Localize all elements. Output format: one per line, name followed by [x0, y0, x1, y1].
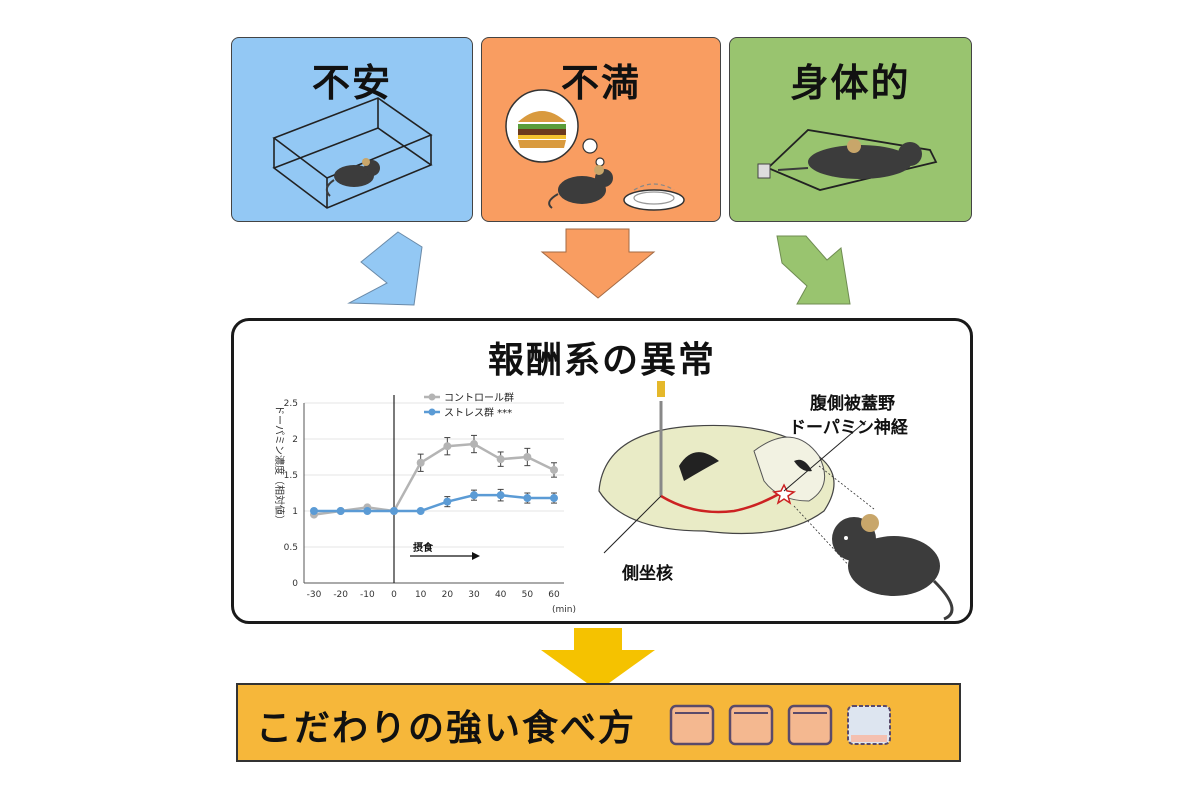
hamburger-icon [518, 111, 566, 148]
reward-system-title: 報酬系の異常 [487, 340, 716, 381]
data-point [470, 440, 478, 449]
x-tick-label: 10 [415, 590, 427, 600]
orange-arrow-icon [540, 228, 656, 299]
y-tick-label: 2.5 [284, 399, 298, 409]
feeding-arrow-head-icon [472, 552, 480, 560]
data-point [523, 453, 532, 461]
data-point [416, 458, 425, 467]
mouse-icon [325, 158, 380, 197]
food-containers [669, 704, 891, 746]
data-point [523, 494, 532, 503]
y-tick-label: 1.5 [284, 471, 298, 481]
dissatisfaction-panel: 不満 [481, 37, 721, 222]
physical-panel: 身体的 [729, 37, 972, 222]
open-field-box-illustration [272, 97, 433, 209]
mouse-icon [777, 139, 922, 179]
picky-eating-box: こだわりの強い食べ方 [236, 683, 961, 762]
mouse-icon [832, 514, 954, 621]
vta-label-line1: 腹側被蓋野 [810, 394, 895, 414]
empty-plate-icon [623, 183, 685, 211]
data-point [550, 465, 558, 474]
x-tick-label: 40 [495, 590, 507, 600]
y-tick-label: 2 [292, 435, 298, 445]
dissatisfaction-title: 不満 [560, 61, 641, 105]
food-container-icon [728, 704, 774, 746]
green-arrow-icon [776, 235, 851, 305]
y-tick-label: 0.5 [284, 543, 298, 553]
anxiety-panel: 不安 [231, 37, 473, 222]
legend-marker [428, 408, 436, 416]
physical-title: 身体的 [790, 61, 911, 105]
reward-system-box: 報酬系の異常 0 0.5 1 1.5 2 2.5 -30 -20 -10 0 10 20 30 40 50 6… [231, 318, 973, 624]
food-container-icon [669, 704, 715, 746]
blue-arrow-icon [347, 231, 423, 306]
x-tick-label: 60 [548, 590, 560, 600]
electrode-icon [657, 381, 665, 496]
data-point [336, 507, 345, 515]
x-axis-unit: (min) [552, 605, 576, 615]
x-tick-label: 0 [391, 590, 397, 600]
data-point [496, 455, 505, 464]
yellow-arrow-icon [541, 628, 655, 691]
picky-eating-text: こだわりの強い食べ方 [256, 708, 637, 749]
data-point [470, 491, 478, 500]
legend-label: コントロール群 [444, 391, 514, 404]
series-line [314, 493, 554, 513]
data-point [390, 507, 398, 515]
mouse-icon [548, 165, 613, 209]
data-point [443, 497, 452, 506]
vta-label-line2: ドーパミン神経 [789, 418, 908, 438]
dopamine-chart: 0 0.5 1 1.5 2 2.5 -30 -20 -10 0 10 20 30 40 50 60 コントロー… [273, 391, 576, 615]
y-tick-label: 0 [292, 579, 298, 589]
nac-label: 側坐核 [622, 564, 673, 584]
neuron-star-icon [771, 483, 797, 505]
x-tick-label: -20 [333, 590, 348, 600]
x-tick-label: -30 [307, 590, 322, 600]
dopamine-pathway-line [660, 489, 785, 514]
data-point [443, 442, 452, 451]
series-line [313, 442, 555, 516]
brain-icon [598, 424, 835, 535]
data-point [496, 491, 505, 500]
y-axis-label: ドーパミン濃度（相対値） [273, 405, 286, 525]
x-tick-label: 30 [468, 590, 480, 600]
legend-marker [428, 393, 436, 401]
x-tick-label: -10 [360, 590, 375, 600]
data-point [363, 507, 372, 515]
food-container-icon [787, 704, 833, 746]
data-point [310, 507, 318, 515]
empty-container-icon [847, 705, 891, 745]
brain-illustration [598, 381, 954, 621]
x-tick-label: 20 [442, 590, 454, 600]
restrained-mouse-illustration [757, 129, 938, 191]
data-point [550, 494, 558, 503]
feeding-annotation: 摂食 [413, 541, 434, 554]
restraint-tube-icon [757, 129, 938, 191]
x-tick-label: 50 [522, 590, 534, 600]
legend-label: ストレス群 *** [444, 406, 512, 419]
y-tick-label: 1 [292, 507, 298, 517]
hungry-mouse-illustration [505, 89, 685, 211]
data-point [416, 507, 425, 515]
